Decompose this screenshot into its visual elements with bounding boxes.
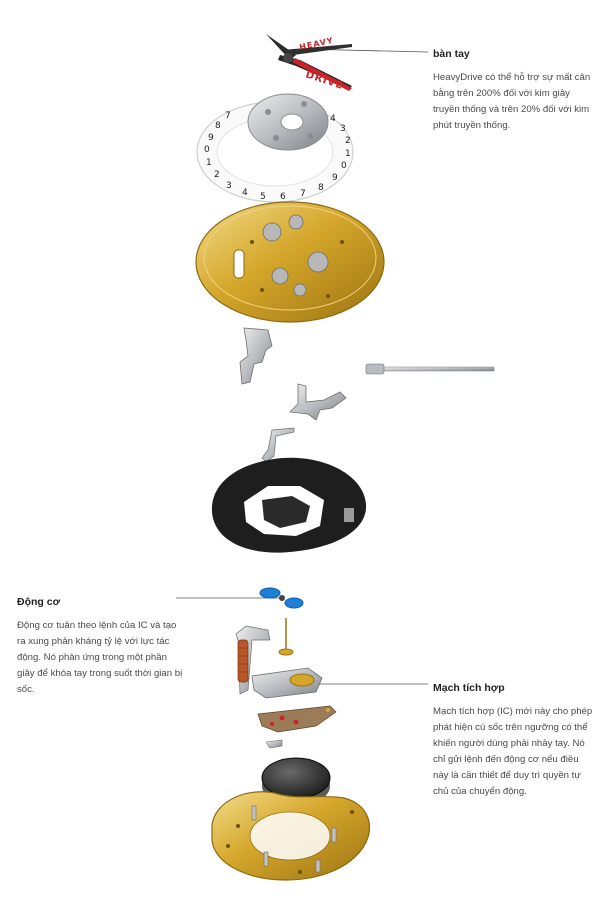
svg-text:9: 9 — [332, 173, 338, 183]
upper-gold-plate — [195, 201, 385, 323]
svg-text:7: 7 — [225, 111, 231, 121]
svg-text:4: 4 — [242, 188, 248, 198]
motor-coil — [235, 625, 271, 695]
black-frame — [211, 457, 367, 553]
svg-text:1: 1 — [206, 158, 212, 168]
callout-hands: bàn tay HeavyDrive có thể hỗ trợ sự mất … — [433, 48, 593, 134]
spring-bar — [261, 427, 295, 463]
callout-hands-body: HeavyDrive có thể hỗ trợ sự mất cân bằng… — [433, 72, 591, 131]
ic-board — [257, 705, 337, 733]
watch-hands: HEAVY DRIVE — [266, 34, 352, 92]
callout-ic: Mạch tích hợp Mạch tích hợp (IC) mới này… — [433, 682, 595, 800]
svg-text:4: 4 — [330, 114, 336, 124]
svg-text:8: 8 — [318, 183, 324, 193]
callout-hands-title: bàn tay — [433, 48, 470, 60]
callout-ic-title: Mạch tích hợp — [433, 682, 505, 694]
svg-text:0: 0 — [204, 145, 210, 155]
svg-text:1: 1 — [345, 149, 351, 159]
svg-text:7: 7 — [300, 189, 306, 199]
svg-text:3: 3 — [226, 181, 232, 191]
lower-gold-plate — [211, 791, 371, 881]
svg-text:5: 5 — [260, 192, 266, 202]
steel-plate — [247, 93, 329, 151]
wheel-pin — [278, 618, 294, 656]
setting-lever — [289, 383, 347, 421]
svg-text:6: 6 — [280, 192, 286, 202]
svg-text:8: 8 — [215, 121, 221, 131]
svg-text:2: 2 — [214, 170, 220, 180]
battery — [261, 739, 331, 806]
svg-text:0: 0 — [341, 161, 347, 171]
steel-lever — [239, 327, 273, 385]
winding-stem — [365, 363, 495, 375]
callout-motor-title: Động cơ — [17, 596, 61, 608]
svg-text:3: 3 — [340, 124, 346, 134]
motor-rotor — [259, 587, 304, 609]
callout-ic-body: Mạch tích hợp (IC) mới này cho phép phát… — [433, 706, 593, 797]
svg-text:9: 9 — [208, 133, 214, 143]
callout-motor: Động cơ Động cơ tuân theo lệnh của IC và… — [17, 596, 185, 698]
circuit-bridge — [251, 667, 323, 699]
callout-motor-body: Động cơ tuân theo lệnh của IC và tạo ra … — [17, 620, 183, 695]
svg-text:2: 2 — [345, 136, 351, 146]
